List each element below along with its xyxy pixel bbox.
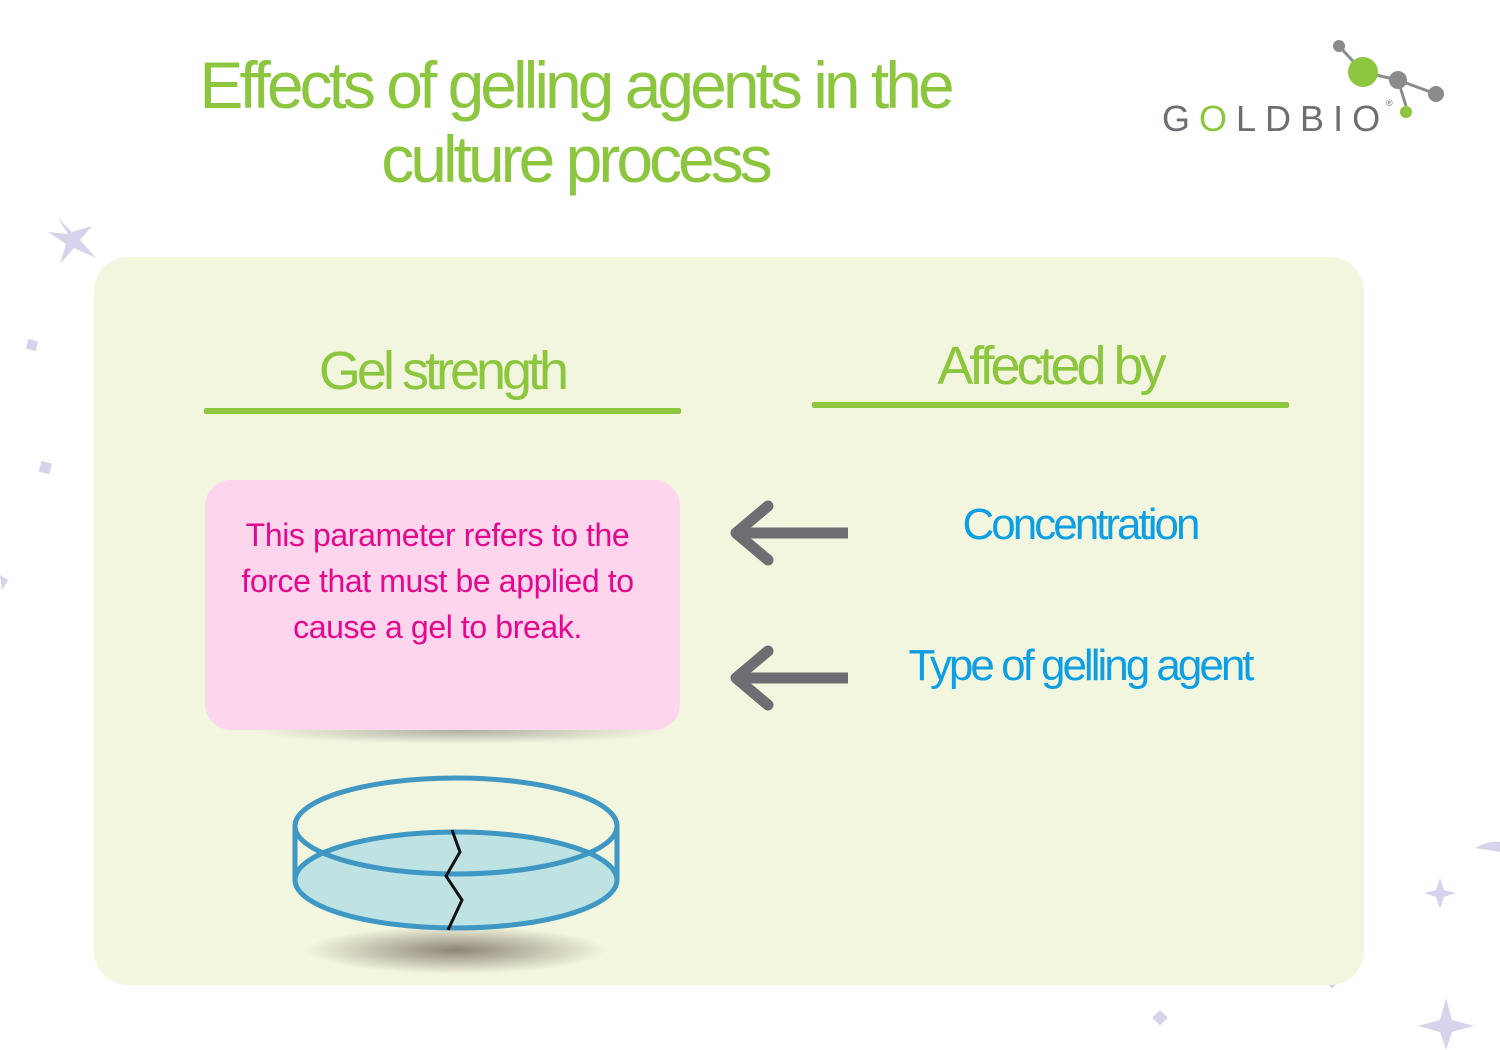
goldbio-wordmark: GOLDBIO (1162, 98, 1389, 140)
affected-by-heading: Affected by (937, 336, 1166, 396)
logo-letters-ldbio: LDBIO (1236, 98, 1390, 139)
page-title-line-1: Effects of gelling agents in the (199, 48, 954, 122)
sparkle-icon (1475, 841, 1500, 852)
registered-mark: ® (1386, 98, 1393, 108)
sparkle-icon (0, 575, 8, 590)
sparkle-icon (38, 460, 53, 475)
affected-by-underline (812, 402, 1289, 408)
petri-dish-icon (292, 775, 620, 974)
sparkle-icon (1424, 878, 1456, 909)
factor-concentration: Concentration (962, 500, 1201, 549)
logo-letter-g: G (1162, 98, 1200, 139)
sparkle-icon (25, 338, 39, 352)
gold-bio-molecule-icon (1333, 40, 1444, 118)
goldbio-logo: GOLDBIO ® (1158, 36, 1458, 146)
gel-strength-underline (204, 408, 681, 414)
definition-text: This parameter refers to the force that … (241, 517, 634, 645)
logo-letter-o: O (1199, 98, 1237, 139)
factor-gelling-agent-type: Type of gelling agent (908, 641, 1254, 690)
page-title: Effects of gelling agents in the culture… (130, 48, 1020, 196)
sparkle-icon (1418, 998, 1474, 1050)
sparkle-icon (48, 218, 96, 264)
left-arrow-icon (730, 500, 848, 566)
sparkle-icon (1152, 1009, 1168, 1026)
gel-strength-heading: Gel strength (318, 341, 569, 401)
left-arrow-icon (730, 645, 848, 711)
definition-card (205, 480, 680, 730)
page-title-line-2: culture process (381, 122, 773, 196)
